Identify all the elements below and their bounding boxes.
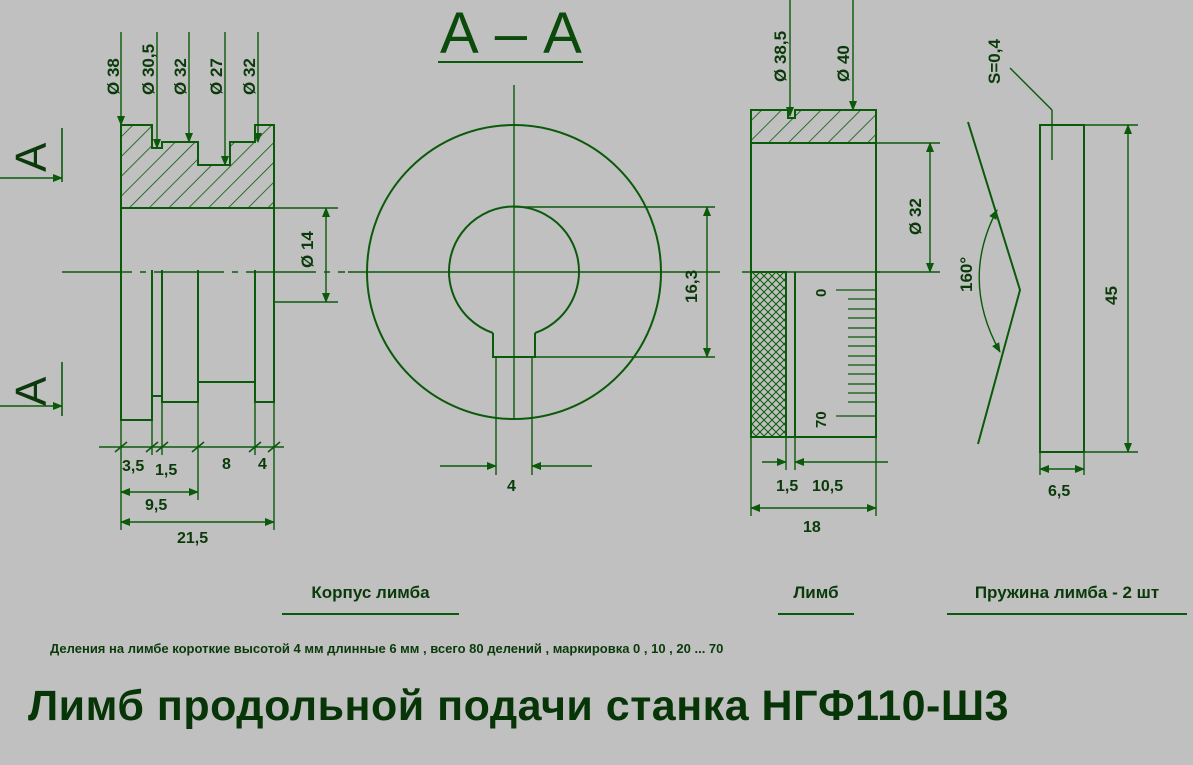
spring-length-label: 45 xyxy=(1102,286,1121,305)
housing-diameter-1: Ø 38 xyxy=(104,58,123,95)
section-mark-top: А xyxy=(7,142,56,172)
spring-thickness-label: S=0,4 xyxy=(985,39,1004,84)
housing-overall-2: 21,5 xyxy=(177,530,209,547)
section-mark-bottom: А xyxy=(7,376,56,406)
housing-caption: Корпус лимба xyxy=(282,583,459,615)
dial-width-1: 1,5 xyxy=(776,478,799,495)
spring-width-label: 6,5 xyxy=(1048,483,1071,500)
spring-caption: Пружина лимба - 2 шт xyxy=(947,583,1187,615)
housing-diameter-2: Ø 30,5 xyxy=(139,44,158,95)
dial-diameter-1: Ø 38,5 xyxy=(771,31,790,82)
housing-view xyxy=(62,32,345,530)
section-title: А – А xyxy=(440,1,582,66)
housing-width-4: 4 xyxy=(258,456,267,473)
section-marks xyxy=(0,128,63,416)
spring-view xyxy=(967,67,1138,475)
dial-width-2: 10,5 xyxy=(812,478,844,495)
dial-caption: Лимб xyxy=(778,583,854,615)
housing-diameter-3: Ø 32 xyxy=(171,58,190,95)
keyway-width-label: 4 xyxy=(507,478,516,495)
housing-width-1: 3,5 xyxy=(122,458,145,475)
housing-width-2: 1,5 xyxy=(155,462,178,479)
spring-angle-label: 160° xyxy=(957,257,976,292)
drawing-title: Лимб продольной подачи станка НГФ110-Ш3 xyxy=(28,682,1009,730)
housing-diameter-5: Ø 32 xyxy=(240,58,259,95)
dial-view xyxy=(742,0,940,516)
housing-diameter-4: Ø 27 xyxy=(207,58,226,95)
housing-width-3: 8 xyxy=(222,456,231,473)
dial-scale-zero: 0 xyxy=(813,289,830,297)
keyway-height-label: 16,3 xyxy=(682,270,701,303)
dial-overall: 18 xyxy=(803,519,821,536)
dial-diameter-2: Ø 40 xyxy=(834,45,853,82)
divisions-note: Деления на лимбе короткие высотой 4 мм д… xyxy=(50,641,724,656)
dial-scale-seventy: 70 xyxy=(813,411,830,428)
dial-inner-label: Ø 32 xyxy=(906,198,925,235)
housing-bore-label: Ø 14 xyxy=(298,231,317,268)
housing-overall-1: 9,5 xyxy=(145,497,168,514)
section-view xyxy=(348,61,720,475)
